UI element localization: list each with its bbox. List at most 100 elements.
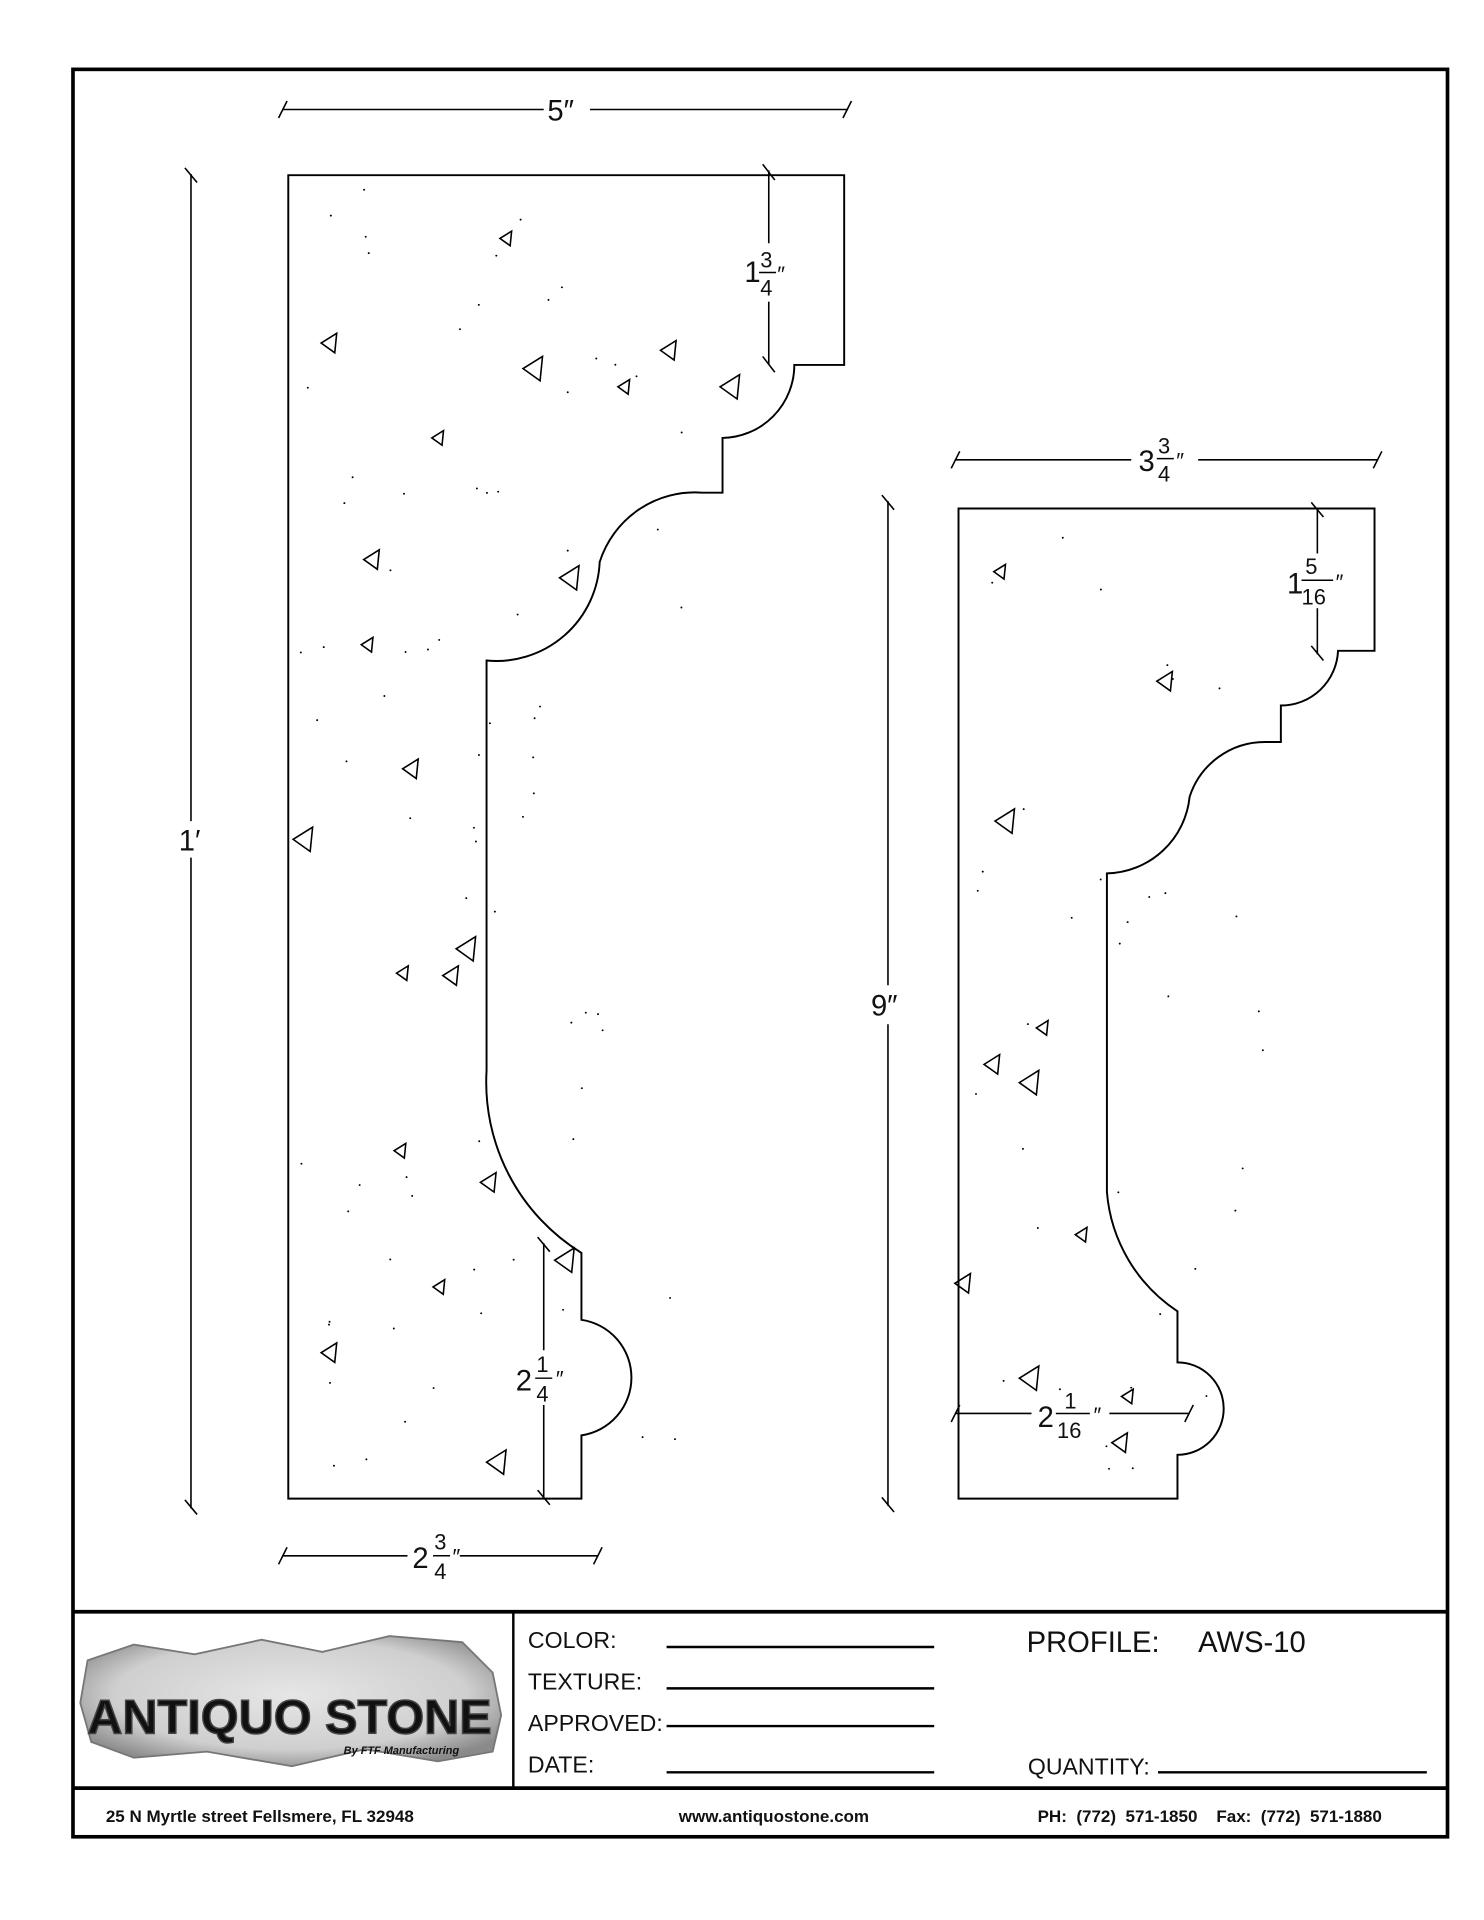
- svg-text:16: 16: [1302, 585, 1326, 610]
- texture-dot: [1026, 1023, 1029, 1026]
- texture-mark: [392, 1141, 407, 1160]
- texture-mark: [498, 229, 513, 248]
- texture-dot: [570, 1021, 573, 1024]
- texture-dot: [566, 391, 569, 394]
- texture-dot: [539, 705, 542, 708]
- texture-mark: [718, 373, 741, 401]
- color-label: COLOR:: [528, 1627, 617, 1653]
- texture-dot: [532, 756, 535, 759]
- texture-dot: [485, 491, 488, 494]
- texture-dot: [1205, 1395, 1208, 1398]
- texture-dot: [432, 1387, 435, 1390]
- texture-mark: [430, 429, 445, 447]
- texture-dot: [438, 638, 441, 641]
- texture-dot: [1159, 1313, 1162, 1316]
- svg-text:1: 1: [1064, 1389, 1076, 1414]
- svg-text:2: 2: [412, 1543, 428, 1575]
- texture-dot: [1241, 1167, 1244, 1170]
- texture-dot: [532, 792, 535, 795]
- texture-dot: [680, 606, 683, 609]
- texture-dot: [495, 254, 498, 257]
- texture-mark: [982, 1053, 1001, 1076]
- texture-dot: [1108, 1467, 1110, 1470]
- texture-dot: [1002, 1379, 1005, 1382]
- texture-dot: [560, 286, 563, 289]
- texture-dot: [1061, 536, 1064, 539]
- texture-dot: [975, 1092, 977, 1095]
- texture-dot: [595, 357, 598, 360]
- texture-dot: [669, 1296, 672, 1299]
- svg-text:2: 2: [1038, 1402, 1054, 1434]
- small-profile-outline: [957, 507, 1376, 1500]
- texture-dot: [1261, 1049, 1264, 1052]
- texture-dot: [641, 1436, 644, 1439]
- texture-dot: [519, 218, 522, 221]
- footer-website[interactable]: www.antiquostone.com: [678, 1807, 869, 1826]
- texture-dot: [328, 1323, 330, 1326]
- svg-text:ANTIQUO STONE: ANTIQUO STONE: [87, 1690, 491, 1744]
- texture-dot: [343, 502, 346, 505]
- texture-dot: [680, 431, 683, 434]
- svg-text:By FTF Manufacturing: By FTF Manufacturing: [344, 1745, 460, 1757]
- texture-dot: [674, 1438, 676, 1441]
- approved-label: APPROVED:: [528, 1710, 663, 1736]
- dimension-lines: [184, 100, 1383, 1565]
- texture-dot: [409, 817, 412, 820]
- svg-text:2: 2: [516, 1365, 532, 1397]
- texture-mark: [319, 331, 338, 355]
- texture-mark: [291, 825, 314, 853]
- footer-address: 25 N Myrtle street Fellsmere, FL 32948: [106, 1807, 414, 1826]
- texture-mark: [953, 1272, 972, 1295]
- texture-dot: [976, 889, 979, 892]
- texture-mark: [1034, 1019, 1049, 1037]
- texture-dot: [365, 1458, 368, 1461]
- texture-dot: [329, 214, 332, 217]
- texture-dot: [497, 490, 500, 493]
- texture-dot: [1194, 1267, 1197, 1270]
- company-logo: ANTIQUO STONE By FTF Manufacturing: [79, 1635, 503, 1768]
- svg-text:″: ″: [1176, 448, 1184, 473]
- svg-text:4: 4: [760, 276, 772, 301]
- title-block-fields: COLOR: TEXTURE: APPROVED: DATE: PROFILE:…: [528, 1627, 1427, 1780]
- texture-dot: [580, 1087, 583, 1090]
- dim-small-bottom-width: 2 1 16 ″: [1038, 1389, 1102, 1443]
- dim-large-bead-height: 2 1 4 ″: [516, 1352, 564, 1406]
- texture-dot: [475, 487, 478, 490]
- texture-dot: [1148, 895, 1151, 898]
- texture-mark: [485, 1448, 507, 1476]
- texture-dot: [473, 1268, 476, 1271]
- texture-mark: [1120, 1387, 1135, 1406]
- svg-text:3: 3: [434, 1530, 446, 1555]
- texture-dot: [1234, 1209, 1237, 1212]
- texture-dot: [1070, 916, 1073, 919]
- date-label: DATE:: [528, 1751, 594, 1777]
- texture-dot: [1099, 588, 1102, 591]
- texture-dot: [1235, 915, 1238, 918]
- texture-mark: [431, 1278, 446, 1296]
- texture-mark: [401, 757, 420, 780]
- texture-dot: [477, 754, 480, 756]
- texture-dot: [1166, 664, 1169, 667]
- texture-mark: [1110, 1431, 1129, 1454]
- svg-text:3: 3: [1139, 446, 1155, 478]
- texture-dot: [656, 528, 659, 531]
- texture-dot: [547, 298, 550, 301]
- texture-dot: [1131, 1467, 1134, 1470]
- texture-dot: [1218, 687, 1221, 690]
- dim-small-width: 3 3 4 ″: [1139, 434, 1185, 487]
- texture-dot: [584, 1011, 587, 1014]
- svg-text:4: 4: [434, 1559, 446, 1584]
- texture-dot: [1167, 995, 1170, 998]
- texture-dot: [488, 722, 491, 725]
- dim-large-bottom-width: 2 3 4 ″: [412, 1530, 460, 1584]
- texture-dot: [404, 651, 407, 653]
- texture-dot: [1022, 808, 1025, 811]
- texture-dot: [363, 188, 366, 191]
- texture-dot: [516, 613, 519, 616]
- texture-dot: [411, 1194, 414, 1197]
- texture-mark: [454, 935, 477, 963]
- dim-small-top-step: 1 5 16 ″: [1287, 554, 1344, 609]
- texture-dot: [1171, 678, 1174, 680]
- texture-mark: [1073, 1225, 1088, 1244]
- texture-mark: [441, 964, 460, 987]
